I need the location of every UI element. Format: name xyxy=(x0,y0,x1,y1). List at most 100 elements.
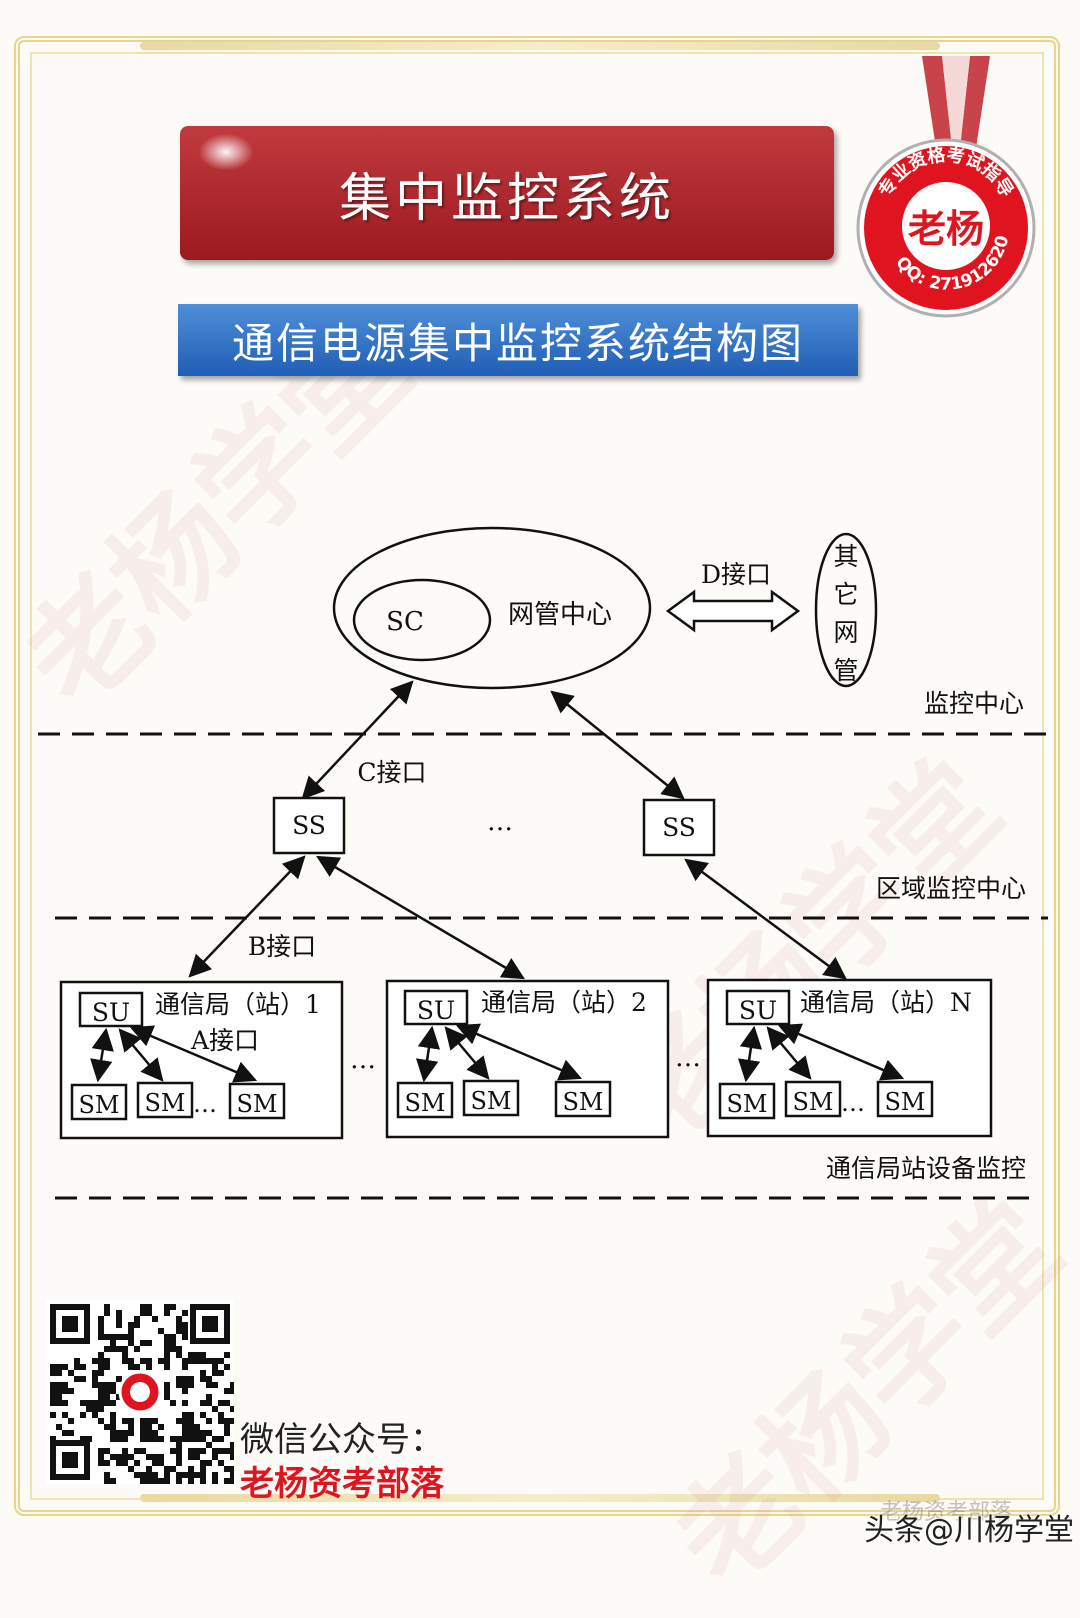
qr-module xyxy=(158,1436,164,1442)
su-label: SU xyxy=(739,996,777,1025)
qr-module xyxy=(212,1358,218,1364)
qr-module xyxy=(164,1472,170,1478)
qr-module xyxy=(176,1316,182,1322)
su-box xyxy=(725,989,791,1026)
qr-module xyxy=(98,1328,104,1334)
qr-module xyxy=(200,1370,206,1376)
qr-module xyxy=(176,1436,182,1442)
a-interface-arrow xyxy=(455,1023,583,1081)
qr-module xyxy=(104,1388,110,1394)
qr-module xyxy=(98,1394,104,1400)
qr-module xyxy=(188,1454,194,1460)
qr-module xyxy=(104,1346,110,1352)
qr-module xyxy=(80,1400,86,1406)
other-network-char: 网 xyxy=(833,618,858,647)
qr-module xyxy=(200,1448,206,1454)
qr-module xyxy=(98,1352,104,1358)
qr-module xyxy=(164,1394,170,1400)
qr-module xyxy=(122,1346,128,1352)
sc-ellipse xyxy=(352,578,492,662)
qr-module xyxy=(104,1364,110,1370)
qr-module xyxy=(200,1352,206,1358)
qr-module xyxy=(140,1310,146,1316)
qr-module xyxy=(182,1328,188,1334)
qr-module xyxy=(176,1322,182,1328)
b-interface-label: B接口 xyxy=(248,932,316,961)
qr-module xyxy=(212,1406,218,1412)
qr-module xyxy=(194,1472,200,1478)
sm-label: SM xyxy=(792,1088,833,1116)
qr-module xyxy=(104,1478,110,1484)
qr-module xyxy=(200,1478,206,1484)
qr-module xyxy=(56,1424,62,1430)
qr-module xyxy=(176,1460,182,1466)
qr-module xyxy=(170,1436,176,1442)
qr-code xyxy=(46,1300,234,1484)
qr-module xyxy=(224,1388,230,1394)
ss-node-box xyxy=(642,798,716,857)
qr-module xyxy=(104,1400,110,1406)
qr-module xyxy=(122,1430,128,1436)
gold-bar-top xyxy=(140,42,940,50)
sm-label: SM xyxy=(884,1088,925,1116)
qr-module xyxy=(206,1460,212,1466)
a-interface-arrow xyxy=(90,1027,114,1083)
qr-module xyxy=(158,1478,164,1484)
b-interface-arrow xyxy=(316,855,525,980)
qr-module xyxy=(218,1400,224,1406)
qr-module xyxy=(182,1382,188,1388)
qr-module xyxy=(152,1454,158,1460)
qr-module xyxy=(200,1358,206,1364)
qr-module xyxy=(122,1460,128,1466)
su-box xyxy=(403,989,469,1026)
sm-box xyxy=(462,1079,520,1117)
qr-module xyxy=(146,1418,152,1424)
other-network-char: 其 xyxy=(833,542,858,571)
sm-label: SM xyxy=(236,1090,277,1118)
qr-module xyxy=(140,1436,146,1442)
qr-module xyxy=(74,1376,80,1382)
qr-module xyxy=(158,1424,164,1430)
level-label-regional-center: 区域监控中心 xyxy=(876,874,1026,903)
other-network-char: 它 xyxy=(833,580,858,609)
qr-module xyxy=(230,1442,234,1448)
qr-module xyxy=(110,1424,116,1430)
qr-module xyxy=(80,1412,86,1418)
network-center-label: 网管中心 xyxy=(508,600,612,630)
qr-module xyxy=(164,1358,170,1364)
qr-module xyxy=(134,1448,140,1454)
qr-module xyxy=(116,1394,122,1400)
su-label: SU xyxy=(417,996,455,1025)
qr-module xyxy=(206,1382,212,1388)
qr-module xyxy=(176,1448,182,1454)
qr-module xyxy=(56,1400,62,1406)
qr-module xyxy=(224,1400,230,1406)
qr-module xyxy=(140,1478,146,1484)
qr-module xyxy=(194,1448,200,1454)
qr-module xyxy=(164,1364,170,1370)
qr-module xyxy=(110,1412,116,1418)
qr-module xyxy=(146,1304,152,1310)
qr-module xyxy=(86,1406,92,1412)
qr-modules xyxy=(50,1304,234,1484)
monitoring-structure-diagram: SC 网管中心 D接口 其 它 网 管 监控中心 C接口 SS … SS 区域监… xyxy=(38,526,1048,1200)
qr-module xyxy=(92,1412,98,1418)
qr-module xyxy=(116,1322,122,1328)
qr-module xyxy=(212,1448,218,1454)
ss-node-label: SS xyxy=(292,811,326,840)
qr-module xyxy=(98,1388,104,1394)
qr-module xyxy=(122,1352,128,1358)
qr-module xyxy=(218,1418,224,1424)
qr-module xyxy=(230,1388,234,1394)
qr-module xyxy=(152,1430,158,1436)
qr-module xyxy=(182,1376,188,1382)
qr-module xyxy=(98,1358,104,1364)
qr-module xyxy=(182,1358,188,1364)
qr-module xyxy=(146,1310,152,1316)
qr-module xyxy=(134,1322,140,1328)
qr-module xyxy=(128,1340,134,1346)
qr-module xyxy=(176,1382,182,1388)
qr-module xyxy=(152,1436,158,1442)
qr-module xyxy=(200,1460,206,1466)
sm-ellipsis: … xyxy=(193,1090,217,1118)
